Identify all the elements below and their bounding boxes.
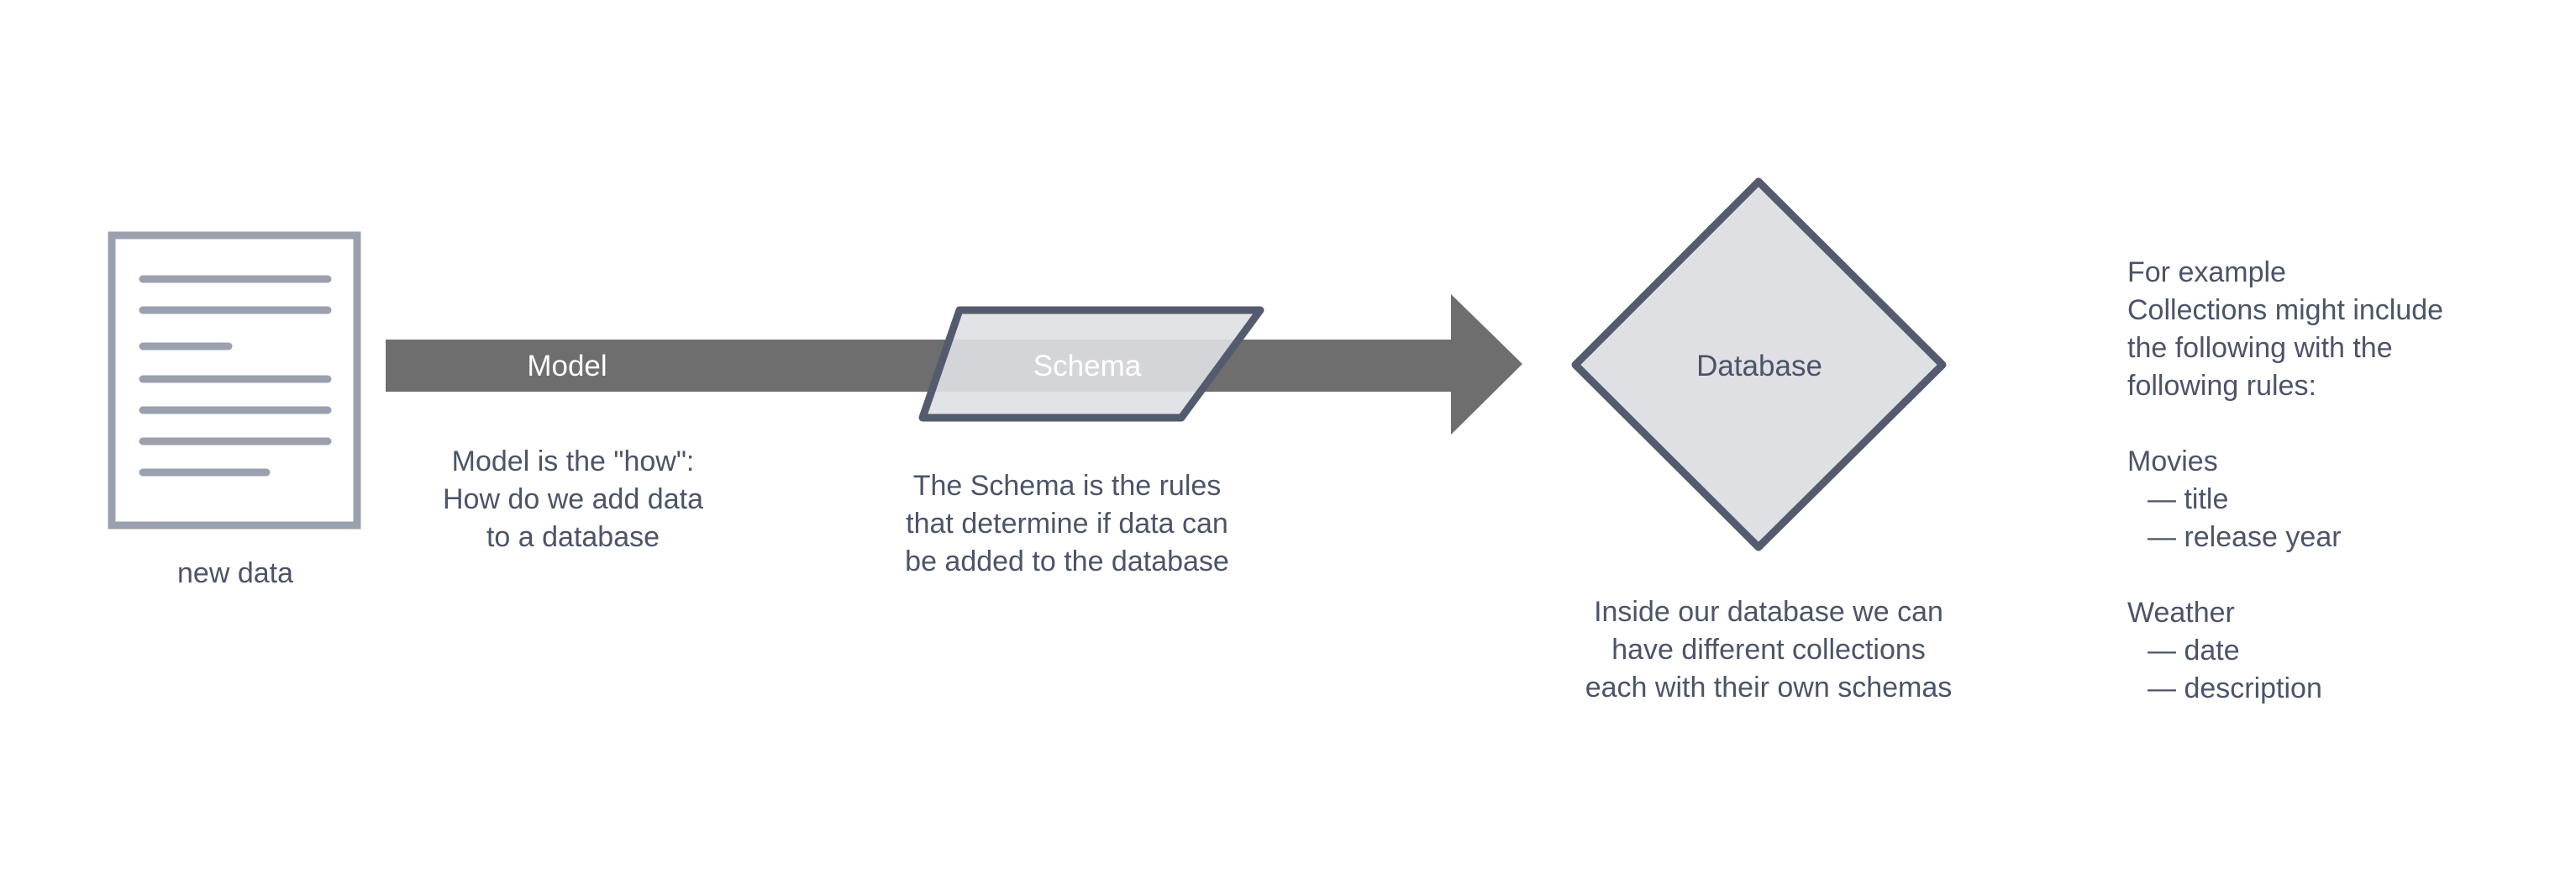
model-caption-line: to a database — [486, 521, 660, 553]
database-caption-line: Inside our database we can — [1594, 596, 1943, 628]
database-caption: Inside our database we can have differen… — [1563, 593, 1974, 707]
spacer — [2127, 405, 2547, 443]
collection-field: — description — [2148, 672, 2322, 704]
collection-field: — release year — [2148, 521, 2342, 553]
schema-caption-line: that determine if data can — [906, 508, 1228, 540]
database-caption-line: each with their own schemas — [1585, 672, 1953, 704]
collection-name-weather: Weather — [2127, 597, 2235, 629]
database-label: Database — [1696, 350, 1822, 382]
schema-caption-line: be added to the database — [905, 546, 1229, 577]
example-intro-line: the following with the — [2127, 332, 2393, 364]
new-data-label: new data — [177, 557, 293, 589]
model-caption-line: How do we add data — [443, 483, 703, 515]
collection-field: — date — [2148, 635, 2240, 667]
document-icon — [108, 231, 361, 530]
schema-caption-line: The Schema is the rules — [912, 470, 1222, 502]
database-shape — [1571, 177, 1947, 551]
model-caption-line: Model is the "how": — [451, 445, 695, 477]
model-label: Model — [527, 350, 607, 382]
collection-field: — title — [2148, 483, 2229, 515]
example-intro-line: following rules: — [2127, 370, 2316, 402]
example-notes: For example Collections might include th… — [2127, 254, 2547, 708]
schema-label: Schema — [1033, 350, 1142, 382]
new-data-caption: new data — [134, 555, 336, 593]
example-intro-line: For example — [2127, 256, 2286, 288]
schema-shape — [918, 306, 1264, 422]
example-intro-line: Collections might include — [2127, 294, 2444, 326]
collection-name-movies: Movies — [2127, 445, 2218, 477]
database-caption-line: have different collections — [1611, 634, 1926, 666]
spacer — [2127, 556, 2547, 594]
schema-caption: The Schema is the rules that determine i… — [882, 467, 1252, 581]
model-caption: Model is the "how": How do we add data t… — [405, 443, 741, 556]
